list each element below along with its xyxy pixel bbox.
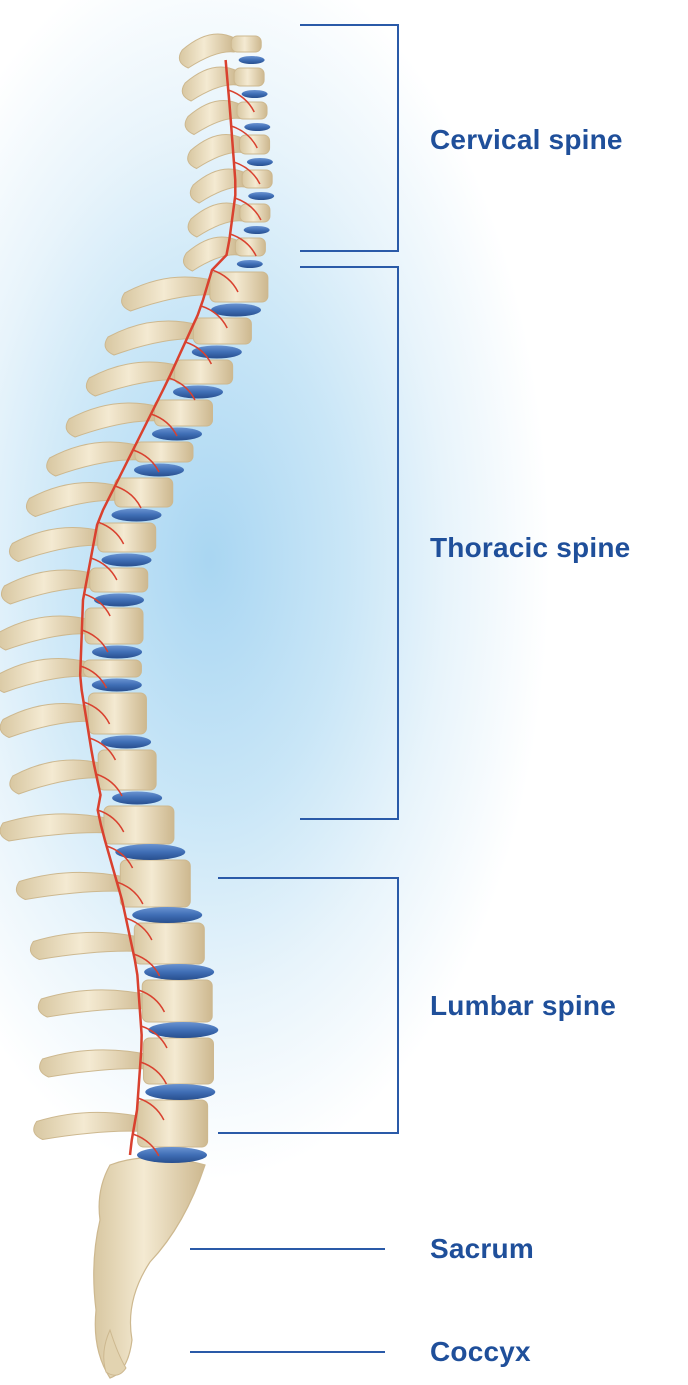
- lumbar-spinous-process: [0, 814, 111, 841]
- cervical-bracket: [300, 25, 398, 251]
- intervertebral-disc: [248, 192, 274, 200]
- intervertebral-disc: [239, 56, 265, 64]
- cervical-vertebra: [240, 204, 270, 222]
- lumbar-spinous-process: [34, 1112, 145, 1139]
- intervertebral-disc: [244, 123, 270, 131]
- intervertebral-disc: [152, 428, 202, 441]
- lumbar-vertebra: [138, 1100, 208, 1147]
- lumbar-spine-label: Lumbar spine: [430, 990, 616, 1022]
- thoracic-vertebra: [83, 660, 141, 677]
- thoracic-vertebra: [155, 400, 213, 426]
- lumbar-spinous-process: [40, 1050, 151, 1077]
- thoracic-vertebra: [88, 693, 146, 734]
- thoracic-spinous-process: [105, 321, 199, 355]
- cervical-spine-label: Cervical spine: [430, 124, 623, 156]
- lumbar-vertebra: [142, 980, 212, 1022]
- intervertebral-disc: [237, 260, 263, 268]
- intervertebral-disc: [137, 1147, 207, 1163]
- intervertebral-disc: [242, 90, 268, 98]
- thoracic-vertebra: [98, 523, 156, 552]
- thoracic-spinous-process: [10, 760, 104, 794]
- intervertebral-disc: [244, 226, 270, 234]
- thoracic-vertebra: [85, 608, 143, 644]
- intervertebral-disc: [211, 304, 261, 317]
- thoracic-vertebra: [135, 442, 193, 462]
- intervertebral-disc: [101, 736, 151, 749]
- thoracic-vertebra: [210, 272, 268, 302]
- cervical-spinous-process: [190, 169, 245, 203]
- lumbar-vertebra: [120, 860, 190, 907]
- intervertebral-disc: [145, 1084, 215, 1100]
- intervertebral-disc: [144, 964, 214, 980]
- spine: [0, 34, 274, 1378]
- thoracic-vertebra: [98, 750, 156, 790]
- thoracic-spine-label: Thoracic spine: [430, 532, 630, 564]
- thoracic-spinous-process: [26, 483, 120, 517]
- intervertebral-disc: [92, 679, 142, 692]
- lumbar-spinous-process: [38, 990, 149, 1017]
- sacrum-label: Sacrum: [430, 1233, 534, 1265]
- cervical-vertebra: [231, 36, 261, 52]
- thoracic-bracket: [300, 267, 398, 819]
- thoracic-vertebra: [175, 360, 233, 384]
- thoracic-spinous-process: [86, 362, 180, 396]
- lumbar-bracket: [218, 878, 398, 1133]
- intervertebral-disc: [92, 646, 142, 659]
- thoracic-spinous-process: [47, 442, 141, 476]
- lumbar-spinous-process: [30, 932, 141, 959]
- lumbar-vertebra: [104, 806, 174, 844]
- intervertebral-disc: [173, 386, 223, 399]
- lumbar-spinous-process: [16, 872, 127, 899]
- lumbar-vertebra: [144, 1038, 214, 1084]
- thoracic-spinous-process: [0, 616, 91, 650]
- thoracic-vertebra: [115, 478, 173, 507]
- thoracic-vertebra: [193, 318, 251, 344]
- intervertebral-disc: [112, 509, 162, 522]
- intervertebral-disc: [112, 792, 162, 805]
- cervical-vertebra: [234, 68, 264, 86]
- thoracic-spinous-process: [66, 403, 160, 437]
- intervertebral-disc: [192, 346, 242, 359]
- thoracic-spinous-process: [1, 570, 95, 604]
- thoracic-spinous-process: [0, 659, 89, 693]
- thoracic-vertebra: [90, 568, 148, 592]
- intervertebral-disc: [134, 464, 184, 477]
- thoracic-spinous-process: [0, 704, 94, 738]
- coccyx-label: Coccyx: [430, 1336, 531, 1368]
- intervertebral-disc: [102, 554, 152, 567]
- intervertebral-disc: [132, 907, 202, 923]
- thoracic-spinous-process: [9, 528, 103, 562]
- cervical-vertebra: [237, 102, 267, 119]
- intervertebral-disc: [247, 158, 273, 166]
